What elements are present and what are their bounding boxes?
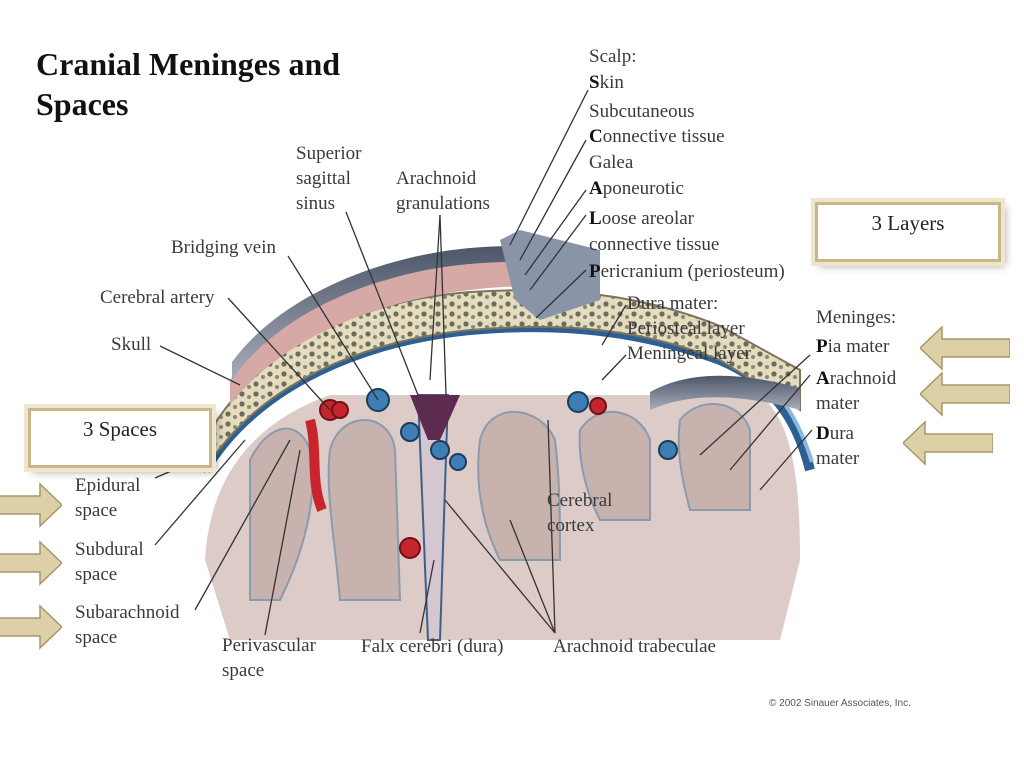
label-perivascular-space: Perivascular space xyxy=(222,635,316,681)
scalp-layer-loose-areolar: Loose areolar xyxy=(589,208,694,229)
label-bridging-vein: Bridging vein xyxy=(171,237,277,258)
scalp-layer-pericranium: Pericranium (periosteum) xyxy=(589,261,785,282)
slide-title: Cranial Meninges and Spaces xyxy=(36,46,341,122)
copyright: © 2002 Sinauer Associates, Inc. xyxy=(769,698,911,709)
cortex-folds xyxy=(249,403,751,601)
arrow-right-icon-subarachnoid xyxy=(0,604,62,650)
scalp-heading: Scalp: xyxy=(589,46,637,67)
label-arachnoid-granulations: Arachnoid granulations xyxy=(396,168,490,214)
label-dura-mater-meninges: Dura mater xyxy=(816,423,860,469)
vessels xyxy=(305,388,678,559)
label-falx-cerebri: Falx cerebri (dura) xyxy=(361,636,504,657)
label-skull: Skull xyxy=(111,334,152,355)
arrow-right-icon-epidural xyxy=(0,482,62,528)
scalp-layer-subcutaneous: Subcutaneous xyxy=(589,101,695,122)
label-superior-sagittal-sinus: Superior sagittal sinus xyxy=(296,143,362,214)
scalp-layer-skin: Skin xyxy=(589,72,624,93)
label-arachnoid-trabeculae: Arachnoid trabeculae xyxy=(553,636,716,657)
scalp-layers xyxy=(230,230,800,410)
leader-lines xyxy=(154,89,813,636)
label-pia-mater: Pia mater xyxy=(816,336,890,357)
label-arachnoid-mater: Arachnoid mater xyxy=(816,368,897,414)
three-layers-text: 3 Layers xyxy=(871,211,945,235)
three-layers-box: 3 Layers xyxy=(815,202,1001,262)
arrow-left-icon-arachnoid xyxy=(920,371,1010,417)
label-meninges-heading: Meninges: xyxy=(816,307,897,328)
scalp-layer-connective: Connective tissue xyxy=(589,126,725,147)
label-dura-mater: Dura mater: Periosteal layer Meningeal l… xyxy=(627,293,751,364)
label-cerebral-artery: Cerebral artery xyxy=(100,287,215,308)
scalp-layer-aponeurotic: Aponeurotic xyxy=(589,178,684,199)
label-subarachnoid-space: Subarachnoid space xyxy=(75,602,180,648)
label-epidural-space: Epidural space xyxy=(75,475,141,521)
scalp-layer-galea: Galea xyxy=(589,152,634,173)
three-spaces-box: 3 Spaces xyxy=(28,408,212,468)
arrow-left-icon-dura xyxy=(903,420,993,466)
scalp-layer-connective-2: connective tissue xyxy=(589,234,720,255)
three-spaces-text: 3 Spaces xyxy=(82,417,158,441)
label-subdural-space: Subdural space xyxy=(75,539,144,585)
arrow-left-icon-pia xyxy=(920,325,1010,371)
arrow-right-icon-subdural xyxy=(0,540,62,586)
label-cerebral-cortex: Cerebral cortex xyxy=(547,490,613,536)
